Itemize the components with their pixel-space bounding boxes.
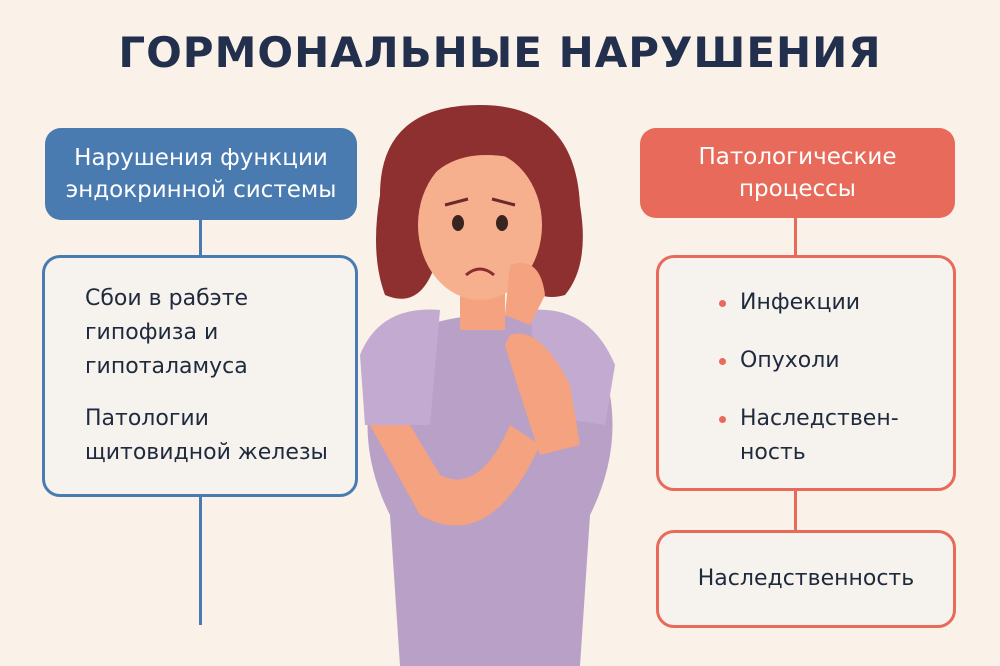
connector <box>199 495 202 625</box>
right-header: Патологические процессы <box>640 128 955 218</box>
bullet-heredity: Наследствен-ность <box>719 402 953 470</box>
left-header: Нарушения функции эндокринной системы <box>45 128 357 220</box>
right-bottom-box: Наследственность <box>656 530 956 628</box>
connector <box>199 218 202 258</box>
item-line: Патологии <box>85 406 209 431</box>
bullet-icon <box>719 416 726 423</box>
item-pituitary: Сбои в рабэте гипофиза и гипоталамуса <box>85 282 355 384</box>
item-line: гипофиза и <box>85 320 219 345</box>
bullet-line: ность <box>740 440 806 465</box>
header-line: Нарушения функции <box>74 145 328 171</box>
item-line: щитовидной железы <box>85 440 328 465</box>
header-line: эндокринной системы <box>65 177 337 203</box>
bullet-icon <box>719 358 726 365</box>
page-title: ГОРМОНАЛЬНЫЕ НАРУШЕНИЯ <box>118 28 882 77</box>
connector <box>794 488 797 532</box>
item-line: гипоталамуса <box>85 354 248 379</box>
bullet-tumors: Опухоли <box>719 344 953 378</box>
bullet-label: Наследствен-ность <box>740 402 899 470</box>
right-content-box: Инфекции Опухоли Наследствен-ность <box>656 255 956 491</box>
worried-woman-illustration <box>360 105 615 666</box>
header-line: Патологические <box>698 144 897 170</box>
bullet-label: Инфекции <box>740 290 861 315</box>
bullet-label: Опухоли <box>740 348 840 373</box>
connector <box>794 216 797 258</box>
item-line: Сбои в рабэте <box>85 286 249 311</box>
bullet-line: Наследствен- <box>740 406 899 431</box>
header-line: процессы <box>739 176 856 202</box>
bullet-icon <box>719 300 726 307</box>
bottom-label: Наследственность <box>697 566 915 591</box>
bullet-infections: Инфекции <box>719 286 953 320</box>
left-content-box: Сбои в рабэте гипофиза и гипоталамуса Пато… <box>42 255 358 497</box>
item-thyroid: Патологии щитовидной железы <box>85 402 355 470</box>
